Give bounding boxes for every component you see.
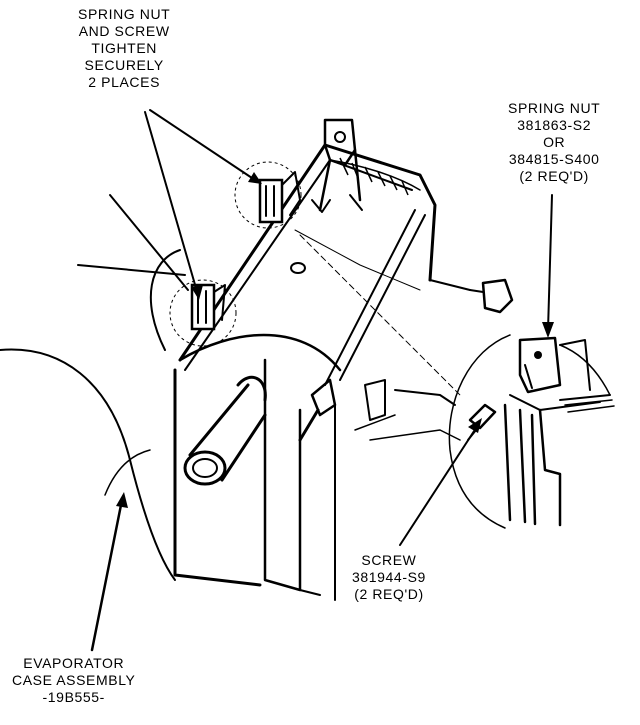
case-clip-upper [258,171,301,224]
leader-screw-part [399,424,479,546]
callout-line: (2 REQ'D) [354,586,424,602]
callout-evaporator-case-assembly: EVAPORATOR CASE ASSEMBLY -19B555- [12,655,135,706]
side-bracket [469,278,514,314]
callout-screw-part: SCREW 381944-S9 (2 REQ'D) [352,552,426,603]
callout-line: 381944-S9 [352,569,426,585]
detail-circle-lower [169,279,237,347]
case-screw [298,378,386,442]
arrowhead-lower [191,285,203,300]
callout-line: SPRING NUT [78,6,171,22]
callout-line: AND SCREW [78,23,170,39]
zoom-detail-circle [448,334,611,529]
callout-spring-nut-and-screw: SPRING NUT AND SCREW TIGHTEN SECURELY 2 … [78,6,170,91]
zoom-bracket [503,394,615,527]
left-pointer-line-2 [77,264,186,276]
top-bracket [311,118,363,213]
arrowhead-upper [248,172,262,184]
callout-line: 381863-S2 [517,117,592,133]
evaporator-case-body [173,143,471,601]
leader-evaporator-case [90,498,124,652]
callout-spring-nut-part: SPRING NUT 381863-S2 OR 384815-S400 (2 R… [508,100,600,185]
center-hole [290,262,306,274]
zoom-spring-nut [518,336,591,394]
arrowhead-evaporator-case [116,492,128,508]
callout-line: CASE ASSEMBLY [12,672,136,688]
leader-spring-nut-part [547,194,553,331]
callout-line: OR [543,134,566,150]
left-pointer-line-1 [109,194,189,291]
left-upper-curve [149,249,181,351]
callout-line: TIGHTEN [91,40,157,56]
drain-tube [183,375,267,486]
callout-line: 2 PLACES [88,74,161,90]
callout-line: -19B555- [42,689,105,705]
callout-line: 384815-S400 [508,151,600,167]
callout-line: SCREW [361,552,417,568]
left-panel-inner-curve [104,449,151,496]
leader-spring-nut-screw-lower [144,111,199,296]
callout-line: EVAPORATOR [23,655,125,671]
callout-line: SECURELY [84,57,164,73]
left-background-panel [0,348,176,581]
detail-circle-upper [234,161,302,229]
arrowhead-screw-part [468,418,482,433]
arrowhead-spring-nut-part [542,322,554,338]
callout-line: (2 REQ'D) [519,168,589,184]
callout-line: SPRING NUT [508,100,601,116]
leader-spring-nut-screw-upper [149,109,259,183]
